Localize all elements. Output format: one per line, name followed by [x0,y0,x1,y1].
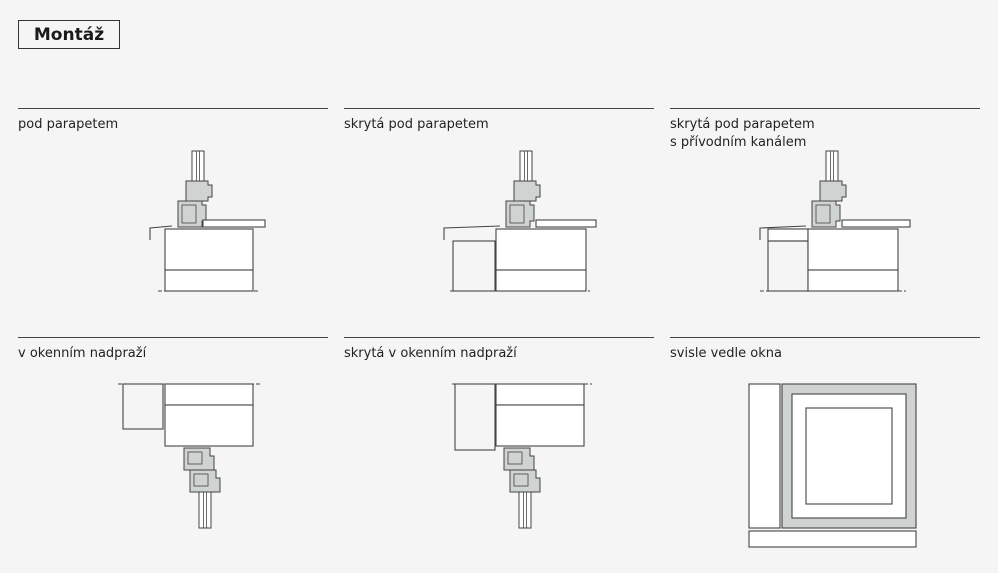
panel-skryta-v-okennim-nadprazi: skrytá v okenním nadpraží [344,337,654,363]
drawing-skryta-pod-parapetem-kanal [759,150,911,292]
panel-v-okennim-nadprazi: v okenním nadpraží [18,337,328,363]
panel-skryta-pod-parapetem-kanal: skrytá pod parapetem s přívodním kanálem [670,108,980,152]
panel-caption: svisle vedle okna [670,346,782,361]
drawing-skryta-pod-parapetem [443,150,597,292]
panel-pod-parapetem: pod parapetem [18,108,328,134]
drawing-skryta-v-okennim-nadprazi [452,383,592,529]
panel-caption: skrytá v okenním nadpraží [344,346,517,361]
panel-caption: skrytá pod parapetem [344,117,489,132]
drawing-pod-parapetem [149,150,266,292]
drawing-svisle-vedle-okna [748,383,917,548]
drawing-v-okennim-nadprazi [118,383,262,529]
panel-caption: v okenním nadpraží [18,346,147,361]
panel-svisle-vedle-okna: svisle vedle okna [670,337,980,363]
panel-caption: pod parapetem [18,117,119,132]
panel-caption: skrytá pod parapetem s přívodním kanálem [670,117,815,150]
panel-skryta-pod-parapetem: skrytá pod parapetem [344,108,654,134]
section-title: Montáž [18,20,120,49]
